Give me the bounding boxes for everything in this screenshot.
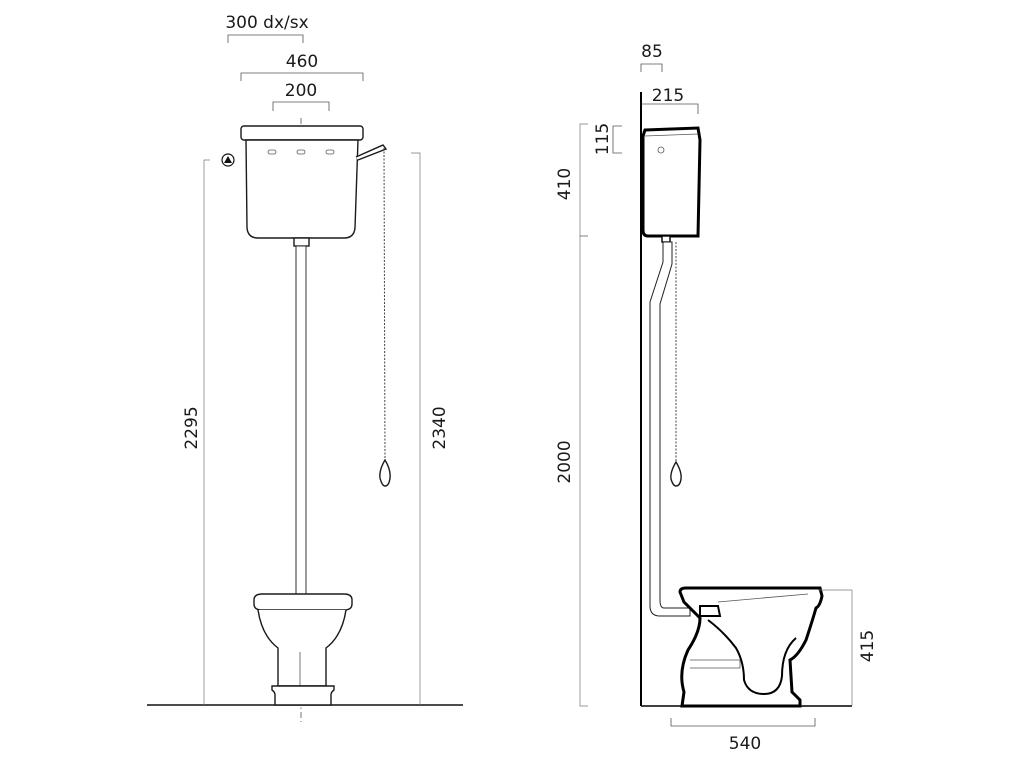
dim-wall-gap: 85 [640, 42, 663, 72]
dim-85-label: 85 [641, 42, 663, 62]
dim-pipe-spacing: 200 [272, 81, 330, 111]
dim-cistern-depth: 215 [641, 86, 699, 114]
dim-cistern-top-height: 2340 [411, 152, 450, 705]
side-chain-handle [670, 460, 682, 487]
front-chain-handle [379, 458, 391, 487]
dim-lid-height: 115 [593, 123, 622, 155]
front-cistern [240, 125, 364, 239]
dim-bowl-height: 415 [851, 590, 878, 706]
dim-2000-label: 2000 [555, 440, 575, 483]
water-inlet-marker [221, 153, 235, 167]
side-toilet-bowl [678, 586, 852, 708]
dim-cistern-bottom-height: 2295 [182, 159, 210, 705]
front-flush-pipe [295, 245, 307, 595]
dim-540-label: 540 [729, 734, 761, 754]
dim-cistern-width: 460 [240, 52, 364, 81]
dim-lever-offset: 300 dx/sx [225, 13, 309, 43]
dim-cistern-width-label: 460 [286, 52, 318, 72]
dim-115-label: 115 [593, 123, 613, 155]
front-toilet-bowl [253, 593, 353, 706]
dim-bowl-projection: 540 [670, 718, 816, 754]
dim-cistern-height: 410 [555, 123, 588, 237]
front-pipe-collar [293, 237, 310, 247]
dim-2340-label: 2340 [430, 406, 450, 449]
dim-lever-offset-label: 300 dx/sx [225, 13, 308, 33]
dim-415-label: 415 [858, 630, 878, 662]
dim-215-label: 215 [652, 86, 684, 106]
front-lever [355, 144, 388, 161]
side-cistern [641, 126, 702, 243]
dim-pipe-spacing-label: 200 [285, 81, 317, 101]
dim-2295-label: 2295 [182, 406, 202, 449]
side-view: 85 215 115 410 2000 415 54 [555, 42, 878, 754]
dim-410-label: 410 [555, 168, 575, 200]
front-view: 300 dx/sx 460 200 2295 2340 [147, 13, 463, 722]
front-chain [383, 147, 386, 461]
side-flush-pipe [649, 241, 691, 617]
dim-mount-height: 2000 [555, 235, 588, 707]
